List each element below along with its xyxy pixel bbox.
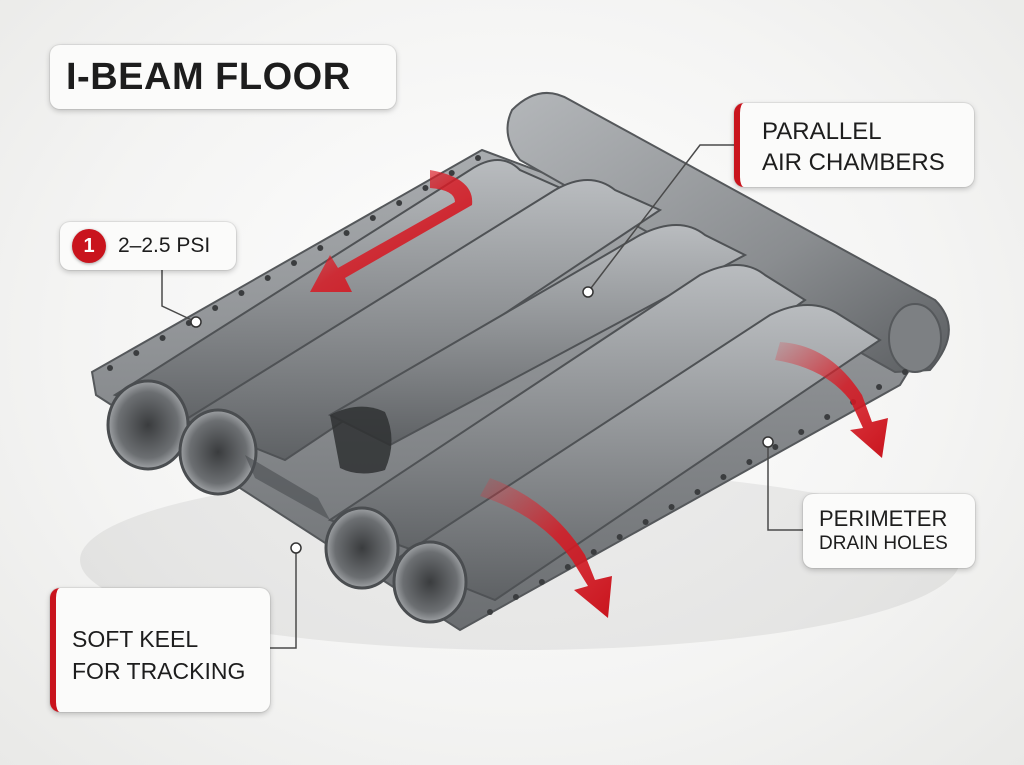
drain-hole: [317, 245, 324, 251]
keel-label-2: FOR TRACKING: [72, 658, 246, 684]
page-title: I-BEAM FLOOR: [66, 56, 351, 98]
drain-hole: [824, 414, 831, 420]
air-chamber-2: [182, 179, 663, 462]
leader-pressure: [161, 270, 197, 323]
drain-hole: [369, 215, 376, 221]
callout-soft-keel: SOFT KEEL FOR TRACKING: [50, 588, 270, 712]
drain-hole: [212, 305, 219, 311]
leader-dot-keel: [290, 542, 302, 554]
callout-pressure: 1 2–2.5 PSI: [60, 222, 236, 270]
leader-keel: [270, 548, 297, 649]
drain-hole: [238, 290, 245, 296]
drain-hole: [291, 260, 297, 266]
drain-hole: [746, 459, 753, 465]
chamber-cutaway: [330, 406, 392, 474]
drain-hole: [616, 534, 623, 540]
leader-drain: [767, 442, 803, 531]
airflow-arrow-top: [310, 170, 473, 292]
air-chambers-label-1: PARALLEL: [762, 118, 882, 145]
leader-chambers: [587, 144, 740, 293]
drain-hole: [590, 549, 597, 555]
drain-hole: [902, 369, 908, 375]
callout-drain-holes: PERIMETER DRAIN HOLES: [803, 494, 975, 568]
leader-dot-pressure: [190, 316, 202, 328]
pressure-value: 2–2.5 PSI: [118, 234, 211, 257]
keel-label-1: SOFT KEEL: [72, 626, 199, 652]
callout-air-chambers: PARALLEL AIR CHAMBERS: [734, 103, 974, 187]
air-chamber-5: [392, 304, 882, 602]
drain-label-1: PERIMETER: [819, 506, 948, 531]
air-chamber-4: [327, 264, 807, 562]
soft-keel-groove: [245, 455, 330, 520]
drain-hole: [564, 564, 571, 570]
chamber-opening-1: [106, 379, 190, 471]
drain-hole: [512, 594, 519, 600]
drain-hole: [422, 185, 429, 191]
drain-hole: [133, 350, 140, 356]
chamber-opening-4: [324, 506, 400, 590]
drain-hole: [642, 519, 649, 525]
air-chamber-1: [112, 159, 568, 432]
drain-hole: [159, 335, 166, 341]
chamber-opening-5: [392, 540, 468, 624]
leader-dot-drain: [762, 436, 774, 448]
drain-hole: [396, 200, 403, 206]
drain-label-2: DRAIN HOLES: [819, 533, 948, 554]
step-badge: 1: [72, 229, 106, 263]
chamber-opening-2: [178, 408, 258, 496]
drain-hole: [107, 365, 113, 371]
rear-bolster: [506, 92, 950, 374]
bolster-end: [888, 303, 942, 373]
drain-hole: [798, 429, 805, 435]
drain-hole: [448, 170, 455, 176]
air-chamber-3: [327, 224, 748, 447]
drain-hole: [538, 579, 545, 585]
leader-lines: [161, 144, 803, 649]
drain-hole: [343, 230, 350, 236]
drain-hole: [668, 504, 675, 510]
title-panel: I-BEAM FLOOR: [50, 45, 396, 109]
drain-hole: [487, 609, 493, 615]
drain-hole: [475, 155, 481, 161]
air-chambers-label-2: AIR CHAMBERS: [762, 149, 945, 176]
drain-hole: [694, 489, 701, 495]
drain-hole: [264, 275, 271, 281]
drain-hole: [720, 474, 727, 480]
airflow-arrow-bottom: [480, 478, 612, 618]
leader-dot-chambers: [582, 286, 594, 298]
drain-hole: [876, 384, 883, 390]
drain-hole: [772, 444, 779, 450]
airflow-arrow-right: [775, 342, 888, 458]
